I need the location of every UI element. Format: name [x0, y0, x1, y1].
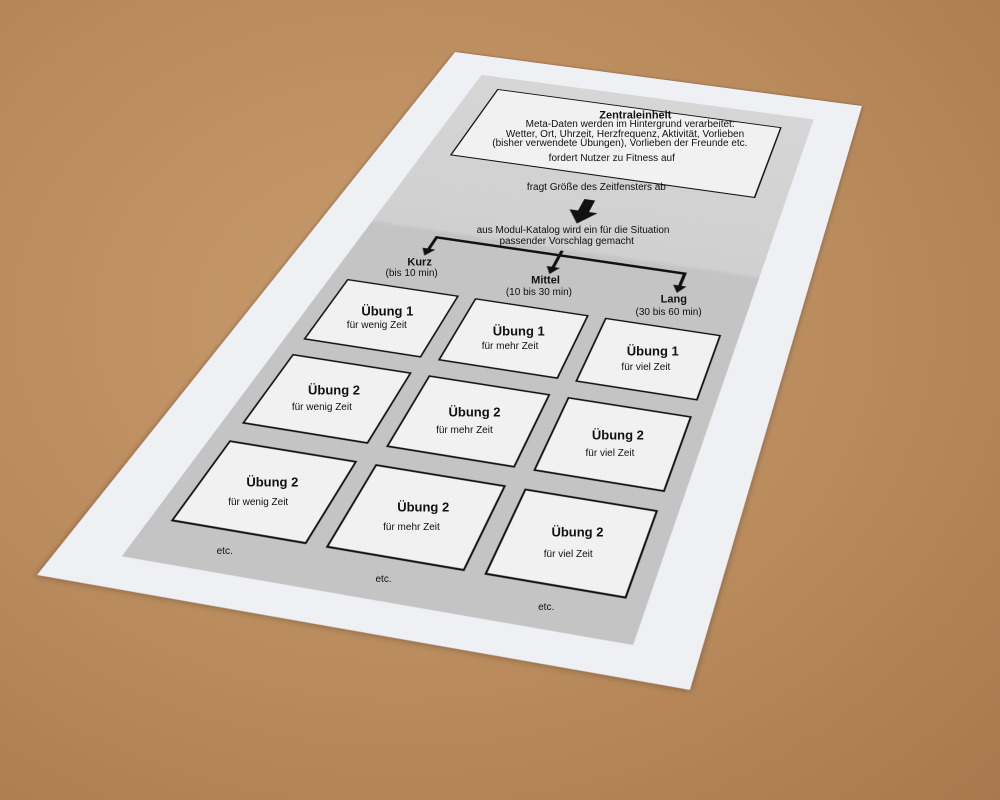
arrowhead-mittel [543, 266, 560, 275]
arrowhead-lang [670, 285, 686, 294]
paper-sheet [37, 52, 862, 690]
arrowhead-kurz [418, 248, 436, 257]
branch-connector [37, 52, 862, 690]
